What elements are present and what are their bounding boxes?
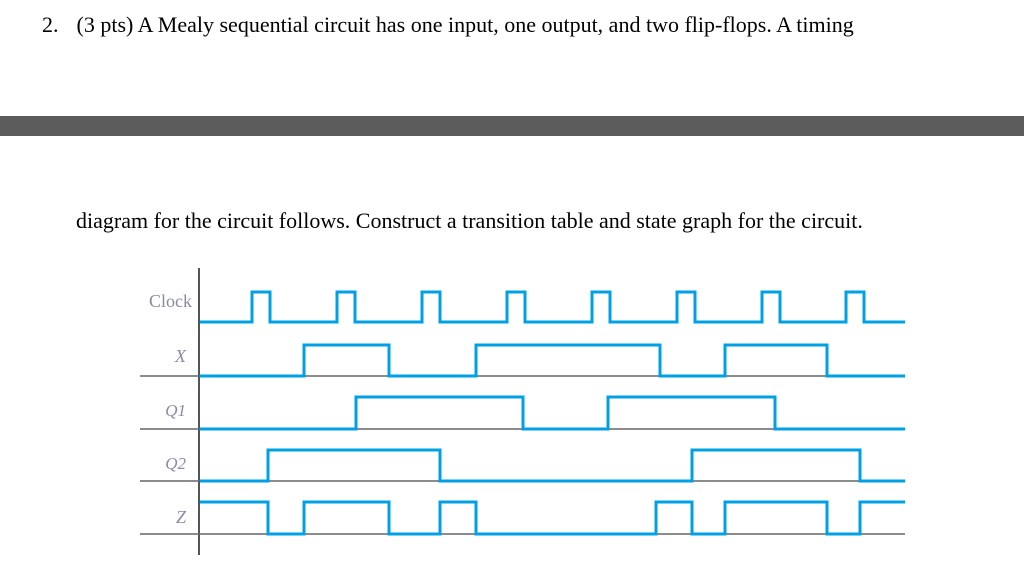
clock-label: Clock [149, 291, 192, 311]
clock-waveform [200, 290, 905, 324]
page-divider [0, 116, 1024, 136]
x-label: X [174, 346, 187, 366]
q1-label: Q1 [165, 401, 186, 420]
x-waveform [200, 343, 905, 378]
problem-text-1: (3 pts) A Mealy sequential circuit has o… [76, 12, 854, 37]
problem-line-2: diagram for the circuit follows. Constru… [76, 208, 863, 233]
q1-waveform [200, 395, 905, 431]
question-number: 2. [42, 12, 59, 37]
z-label: Z [176, 507, 187, 527]
q2-waveform [200, 448, 905, 483]
problem-line-1: 2. (3 pts) A Mealy sequential circuit has… [42, 12, 854, 38]
z-waveform [200, 500, 905, 536]
q2-label: Q2 [165, 454, 186, 473]
